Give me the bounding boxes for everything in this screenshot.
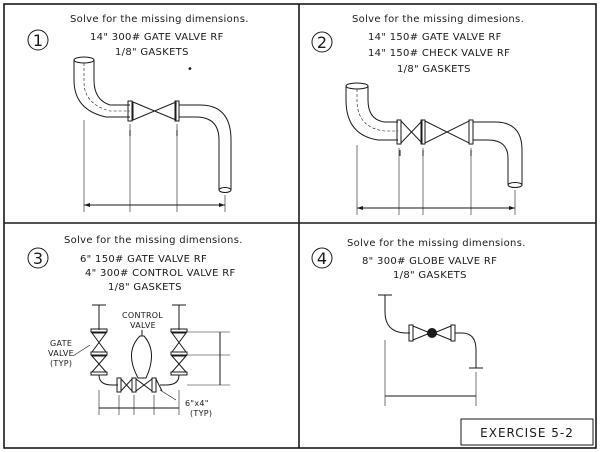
problem-3-piping: [72, 304, 188, 401]
problem-4: 4 Solve for the missing dimensions. 8" 3…: [311, 238, 594, 446]
problem-2-number: 2: [317, 33, 327, 52]
problem-3-spec-1: 6" 150# GATE VALVE RF: [80, 254, 207, 265]
sheet-border: [3, 3, 597, 449]
problem-3-instruction: Solve for the missing dimensions.: [64, 235, 243, 246]
problem-1-number-circle: [27, 29, 49, 51]
problem-1-spec-2: 1/8" GASKETS: [115, 47, 189, 58]
problem-1-piping: •: [73, 56, 232, 193]
control-valve-label-2: VALVE: [130, 321, 156, 330]
reducer-label-2: (TYP): [190, 409, 212, 418]
problem-1-spec-1: 14" 300# GATE VALVE RF: [90, 32, 224, 43]
svg-text:•: •: [187, 64, 193, 75]
problem-4-dimension: [384, 340, 477, 406]
problem-2-dimension: [356, 145, 516, 215]
problem-4-instruction: Solve for the missing dimensions.: [347, 238, 526, 249]
problem-4-number-circle: [311, 247, 333, 269]
problem-4-number: 4: [317, 249, 327, 268]
problem-3-spec-2: 4" 300# CONTROL VALVE RF: [85, 268, 236, 279]
problem-3-dimension: [98, 331, 230, 415]
problem-1-number: 1: [33, 31, 43, 50]
problem-2: 2 Solve for the missing dimesions. 14" 1…: [311, 14, 524, 215]
problem-2-piping: [345, 82, 523, 188]
problem-2-instruction: Solve for the missing dimesions.: [352, 14, 524, 25]
gate-valve-label-2: VALVE: [48, 349, 74, 358]
exercise-label: EXERCISE 5-2: [480, 426, 574, 440]
gate-valve-label-3: (TYP): [50, 359, 72, 368]
problem-2-number-circle: [311, 31, 333, 53]
problem-3: 3 Solve for the missing dimensions. 6" 1…: [27, 235, 243, 418]
problem-4-piping: [378, 294, 483, 369]
problem-4-spec-1: 8" 300# GLOBE VALVE RF: [362, 256, 497, 267]
control-valve-label-1: CONTROL: [122, 311, 163, 320]
problem-2-spec-3: 1/8" GASKETS: [397, 64, 471, 75]
exercise-label-box: [460, 418, 594, 446]
problem-2-spec-2: 14" 150# CHECK VALVE RF: [368, 48, 510, 59]
problem-1-dimension: [83, 120, 226, 212]
problem-1: 1 Solve for the missing dimensions. 14" …: [27, 14, 249, 212]
problem-4-spec-2: 1/8" GASKETS: [393, 270, 467, 281]
gate-valve-label-1: GATE: [50, 339, 72, 348]
reducer-label-1: 6"x4": [185, 399, 209, 408]
problem-3-number-circle: [27, 247, 49, 269]
problem-1-instruction: Solve for the missing dimensions.: [70, 14, 249, 25]
problem-3-number: 3: [33, 249, 43, 268]
problem-3-spec-3: 1/8" GASKETS: [108, 282, 182, 293]
problem-2-spec-1: 14" 150# GATE VALVE RF: [368, 32, 502, 43]
